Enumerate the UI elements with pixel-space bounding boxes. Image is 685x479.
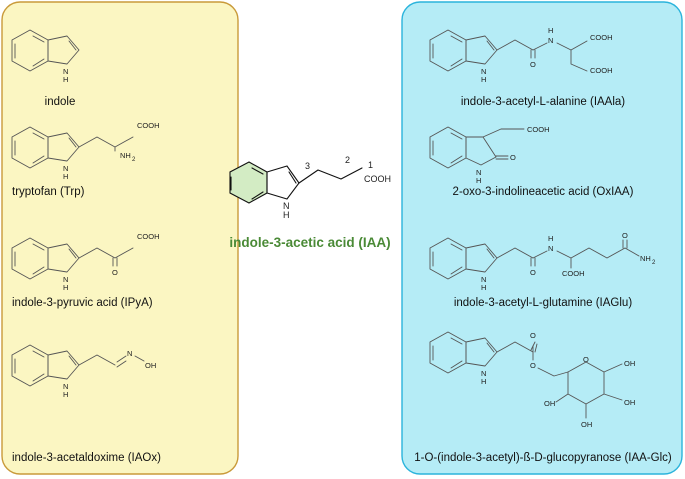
iaa-atom-label-1: 1: [368, 160, 373, 170]
iaa-glc-o-carbonyl: O: [530, 331, 536, 340]
iaa-cooh-label: COOH: [364, 174, 391, 184]
iaala-n: N: [548, 36, 553, 45]
iaox-structure: N OH: [11, 344, 156, 400]
oxiaa-cooh: COOH: [527, 125, 550, 134]
iaglu-o-amide: O: [530, 268, 536, 277]
iaa-pyrrole-ring: [266, 165, 300, 200]
trp-nh2: NH: [120, 151, 131, 160]
iaa-glc-o-ring: O: [583, 355, 589, 364]
iaa-glc-oh-4: OH: [544, 399, 555, 408]
iaa-glc-structure: O O O OH OH OH OH: [429, 331, 635, 429]
iaala-h: H: [548, 26, 553, 35]
ipya-cooh: COOH: [137, 232, 160, 241]
iaglu-n: N: [548, 244, 553, 253]
iaglu-cooh: COOH: [562, 269, 585, 278]
iaox-oh: OH: [145, 361, 156, 370]
iaala-label: indole-3-acetyl-L-alanine (IAAla): [461, 96, 625, 108]
oxiaa-o: O: [510, 153, 516, 162]
iaglu-nh2-sub: 2: [652, 260, 656, 266]
trp-nh2-sub: 2: [132, 157, 136, 163]
iaala-cooh-bottom: COOH: [590, 66, 613, 75]
iaa-glc-label: 1-O-(indole-3-acetyl)-ß-D-glucopyranose …: [414, 452, 672, 464]
right-panel-conjugates: [401, 1, 683, 475]
iaala-structure: H N O COOH COOH: [429, 26, 613, 85]
iaglu-nh2: NH: [640, 254, 651, 263]
iaa-glc-oh-1: OH: [624, 359, 635, 368]
iaa-n-label: N: [283, 201, 290, 211]
iaglu-h: H: [548, 234, 553, 243]
iaa-title: indole-3-acetic acid (IAA): [229, 235, 390, 250]
iaa-atom-label-3: 3: [305, 161, 310, 171]
left-panel-precursors: [1, 1, 239, 475]
indole-label: indole: [45, 96, 76, 108]
ipya-structure: COOH O: [11, 232, 160, 293]
iaox-label: indole-3-acetaldoxime (IAOx): [12, 452, 161, 464]
iaa-glc-oh-3: OH: [581, 420, 592, 429]
iaa-atom-label-2: 2: [345, 155, 350, 165]
oxiaa-label: 2-oxo-3-indolineacetic acid (OxIAA): [453, 186, 634, 198]
tryptophan-label: tryptofan (Trp): [12, 186, 85, 198]
iaox-n: N: [127, 349, 132, 358]
iaala-cooh-top: COOH: [590, 33, 613, 42]
iaglu-label: indole-3-acetyl-L-glutamine (IAGlu): [454, 297, 632, 309]
iaglu-o-side: O: [622, 231, 628, 240]
ipya-label: indole-3-pyruvic acid (IPyA): [12, 297, 153, 309]
trp-cooh: COOH: [137, 121, 160, 130]
iaa-h-label: H: [283, 210, 290, 220]
iaglu-structure: H N O O COOH NH 2: [429, 231, 656, 293]
oxiaa-structure: COOH O: [429, 125, 550, 186]
iaa-structure: 3 2 1 COOH N H: [229, 155, 391, 220]
tryptophan-structure: COOH NH 2: [11, 121, 160, 182]
ipya-o: O: [112, 268, 118, 277]
iaa-glc-o-ester: O: [530, 361, 536, 370]
iaala-o: O: [530, 60, 536, 69]
iaa-glc-oh-2: OH: [624, 398, 635, 407]
